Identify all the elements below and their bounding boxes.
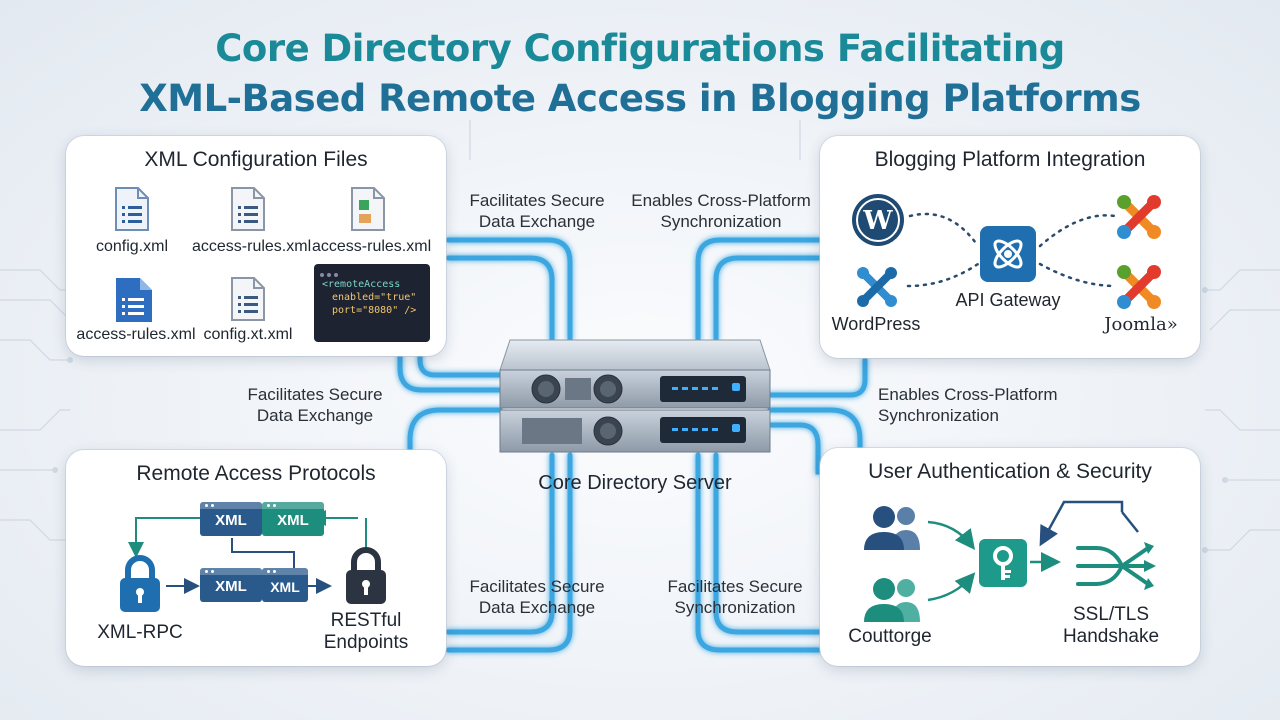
ssl-line: SSL/TLS [1072, 604, 1150, 625]
connection-label-line: Synchronization [660, 212, 782, 231]
panel-title: Remote Access Protocols [136, 462, 376, 485]
code-line: enabled="true" [332, 292, 417, 303]
code-window-icon: <remoteAccess enabled="true" port="8080"… [314, 264, 430, 342]
panel-title: XML Configuration Files [144, 148, 368, 171]
gateway-icon[interactable] [978, 224, 1038, 284]
server-label: Core Directory Server [538, 472, 732, 494]
code-line: port="8080" /> [332, 305, 417, 316]
wordpress-icon[interactable]: W [850, 192, 906, 248]
connection-label-top-left: Facilitates Secure Data Exchange [462, 190, 612, 232]
joomla-label: Joomla» [1104, 314, 1178, 335]
users-icon[interactable] [860, 576, 926, 624]
window-dots [320, 268, 341, 281]
xml-config-panel: XML Configuration Files config.xml acces… [66, 136, 446, 356]
connection-label-line: Synchronization [674, 598, 796, 617]
connection-label-line: Facilitates Secure [469, 577, 605, 596]
key-icon[interactable] [978, 538, 1028, 588]
users-icon[interactable] [860, 504, 926, 552]
file-name: access-rules.xml [76, 326, 196, 343]
security-panel: User Authentication & Security Couttorge [820, 448, 1200, 666]
xmlrpc-label: XML-RPC [97, 622, 183, 643]
lock-icon[interactable] [116, 554, 164, 614]
protocols-panel: Remote Access Protocols XML XML XML XML [66, 450, 446, 666]
badge-text: XML [270, 579, 300, 595]
page-title: Core Directory Configurations Facilitati… [0, 24, 1280, 124]
share-arrows-icon[interactable] [1074, 538, 1158, 594]
connection-label-line: Synchronization [878, 406, 999, 425]
file-icon[interactable] [114, 276, 154, 324]
xml-badge: XML [200, 568, 262, 602]
connection-label-mid-right: Enables Cross-Platform Synchronization [878, 384, 1064, 426]
code-line: <remoteAccess [322, 279, 401, 290]
connection-label-bottom-right: Facilitates Secure Synchronization [660, 576, 810, 618]
badge-bar [262, 502, 324, 509]
connection-label-line: Data Exchange [478, 212, 596, 231]
xml-badge: XML [262, 502, 324, 536]
cables [397, 237, 868, 653]
file-icon[interactable] [230, 276, 266, 322]
lock-icon[interactable] [342, 546, 390, 606]
badge-text: XML [215, 578, 247, 595]
badge-bar [200, 568, 262, 575]
badge-text: XML [215, 512, 247, 529]
connection-label-line: Enables Cross-Platform [878, 385, 1058, 404]
connection-label-line: Data Exchange [478, 598, 596, 617]
ssl-line: Handshake [1062, 626, 1160, 647]
circuit-traces [0, 120, 1280, 551]
restful-line: RESTful [330, 610, 402, 631]
file-name: config.xml [95, 238, 169, 255]
title-line-1: Core Directory Configurations Facilitati… [215, 27, 1065, 70]
file-icon[interactable] [230, 186, 266, 232]
panel-title: Blogging Platform Integration [874, 148, 1146, 171]
title-line-2: XML-Based Remote Access in Blogging Plat… [139, 77, 1141, 120]
joomla-icon[interactable] [1112, 190, 1166, 244]
file-name: config.xt.xml [203, 326, 293, 343]
integration-links [906, 212, 1117, 288]
file-name: access-rules.xml [312, 238, 432, 255]
wordpress-label: WordPress [831, 314, 921, 334]
joomla-icon[interactable] [852, 262, 902, 312]
connection-label-line: Data Exchange [256, 406, 374, 425]
svg-text:W: W [862, 206, 893, 236]
auth-flow-arrows [927, 500, 1139, 602]
connection-label-bottom-left: Facilitates Secure Data Exchange [462, 576, 612, 618]
xml-badge: XML [262, 568, 308, 602]
connection-label-top-right: Enables Cross-Platform Synchronization [628, 190, 814, 232]
xml-badge: XML [200, 502, 262, 536]
server-icon [499, 339, 771, 453]
restful-line: Endpoints [323, 632, 409, 653]
connection-label-line: Facilitates Secure [667, 577, 803, 596]
file-icon[interactable] [350, 186, 386, 232]
gateway-label: API Gateway [955, 290, 1061, 310]
restful-label: RESTful Endpoints [316, 610, 416, 654]
badge-bar [200, 502, 262, 509]
ssl-label: SSL/TLS Handshake [1056, 604, 1166, 648]
connection-label-line: Facilitates Secure [247, 385, 383, 404]
badge-text: XML [277, 512, 309, 529]
connection-label-line: Facilitates Secure [469, 191, 605, 210]
file-icon[interactable] [114, 186, 150, 232]
file-name: access-rules.xml [192, 238, 312, 255]
users-label: Couttorge [848, 626, 932, 647]
connection-label-mid-left: Facilitates Secure Data Exchange [240, 384, 390, 426]
connection-label-line: Enables Cross-Platform [631, 191, 811, 210]
blogging-panel: Blogging Platform Integration W WordPres… [820, 136, 1200, 358]
joomla-icon[interactable] [1112, 260, 1166, 314]
panel-title: User Authentication & Security [868, 460, 1152, 483]
badge-bar [262, 568, 308, 575]
